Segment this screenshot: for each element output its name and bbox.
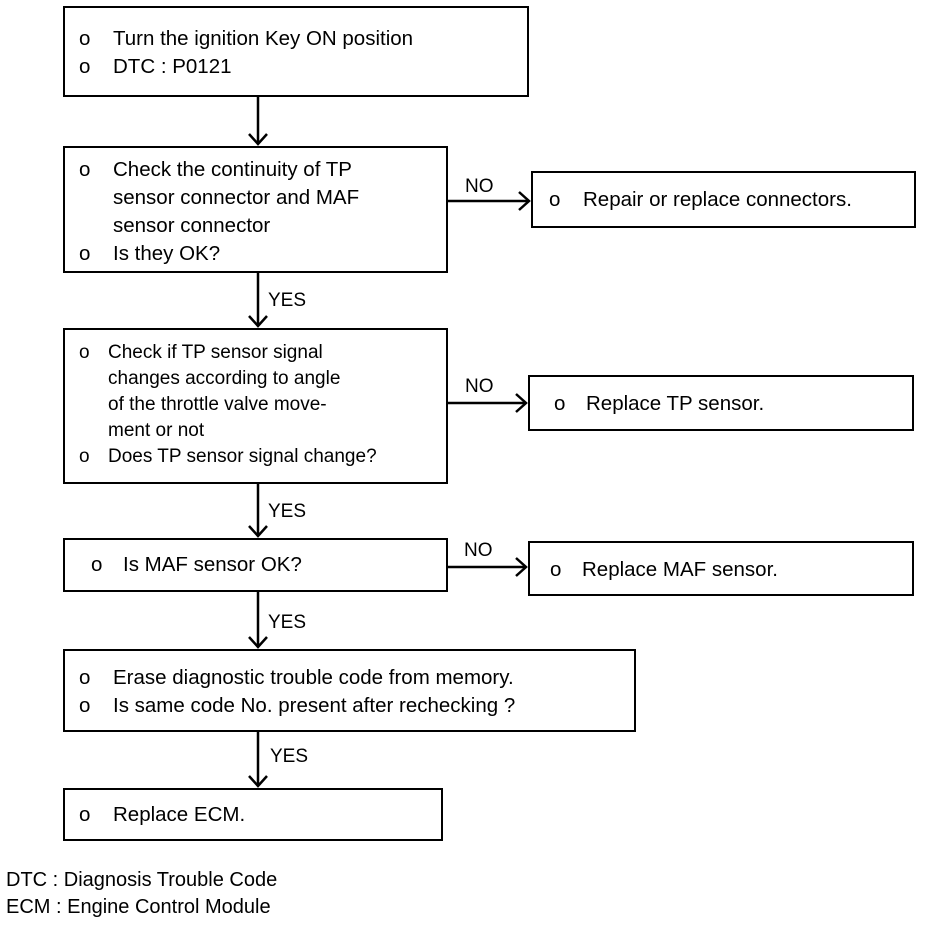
action-item: o Replace MAF sensor.: [530, 556, 912, 584]
step-2-item-1-text: Check the continuity of TP sensor connec…: [113, 158, 360, 237]
label-yes-step-4: YES: [268, 612, 307, 633]
step-2-item: o Is they OK?: [65, 240, 446, 268]
step-3-item-2-text: Does TP sensor signal change?: [108, 446, 377, 467]
bullet-marker: o: [550, 558, 562, 581]
step-5-item-1-text: Erase diagnostic trouble code from memor…: [113, 666, 514, 689]
step-5-item-2-text: Is same code No. present after recheckin…: [113, 694, 516, 717]
bullet-marker: o: [79, 27, 91, 50]
action-repair-connectors-box: o Repair or replace connectors.: [531, 171, 916, 228]
action-replace-tp-sensor-text: Replace TP sensor.: [586, 392, 765, 415]
step-2-box: o Check the continuity of TP sensor conne…: [63, 146, 448, 273]
step-1-item-2-text: DTC : P0121: [113, 55, 232, 78]
bullet-marker: o: [79, 158, 91, 181]
label-no-step-2: NO: [465, 176, 494, 197]
legend-ecm: ECM : Engine Control Module: [6, 896, 271, 918]
step-3-item: o Does TP sensor signal change?: [65, 444, 446, 470]
step-4-box: o Is MAF sensor OK?: [63, 538, 448, 592]
label-yes-step-2: YES: [268, 290, 307, 311]
action-item: o Replace TP sensor.: [530, 390, 912, 418]
bullet-marker: o: [91, 553, 103, 576]
legend-dtc: DTC : Diagnosis Trouble Code: [6, 869, 278, 891]
step-1-item-1-text: Turn the ignition Key ON position: [113, 27, 414, 50]
step-3-item-1-text: Check if TP sensor signal changes accord…: [108, 342, 341, 441]
bullet-marker: o: [79, 694, 91, 717]
step-3-item: o Check if TP sensor signal changes accor…: [65, 340, 446, 444]
step-6-item: o Replace ECM.: [65, 801, 441, 829]
bullet-marker: o: [79, 803, 91, 826]
step-5-box: o Erase diagnostic trouble code from memo…: [63, 649, 636, 732]
step-4-item-1-text: Is MAF sensor OK?: [123, 553, 302, 576]
step-2-item: o Check the continuity of TP sensor conne…: [65, 156, 446, 240]
label-no-step-3: NO: [465, 376, 494, 397]
bullet-marker: o: [79, 242, 91, 265]
action-item: o Repair or replace connectors.: [533, 186, 914, 214]
step-2-item-2-text: Is they OK?: [113, 242, 221, 265]
step-1-item: o Turn the ignition Key ON position: [65, 25, 527, 53]
step-5-item: o Is same code No. present after rechecki…: [65, 692, 634, 720]
step-6-item-1-text: Replace ECM.: [113, 803, 246, 826]
step-5-item: o Erase diagnostic trouble code from memo…: [65, 664, 634, 692]
label-yes-step-5: YES: [270, 746, 309, 767]
bullet-marker: o: [79, 446, 90, 467]
action-repair-connectors-text: Repair or replace connectors.: [583, 188, 852, 211]
step-4-item: o Is MAF sensor OK?: [65, 551, 446, 579]
bullet-marker: o: [554, 392, 566, 415]
action-replace-maf-sensor-box: o Replace MAF sensor.: [528, 541, 914, 596]
bullet-marker: o: [79, 666, 91, 689]
step-6-box: o Replace ECM.: [63, 788, 443, 841]
label-yes-step-3: YES: [268, 501, 307, 522]
step-3-box: o Check if TP sensor signal changes accor…: [63, 328, 448, 484]
action-replace-maf-sensor-text: Replace MAF sensor.: [582, 558, 778, 581]
bullet-marker: o: [79, 342, 90, 363]
bullet-marker: o: [79, 55, 91, 78]
bullet-marker: o: [549, 188, 561, 211]
step-1-item: o DTC : P0121: [65, 53, 527, 81]
label-no-step-4: NO: [464, 540, 493, 561]
action-replace-tp-sensor-box: o Replace TP sensor.: [528, 375, 914, 431]
